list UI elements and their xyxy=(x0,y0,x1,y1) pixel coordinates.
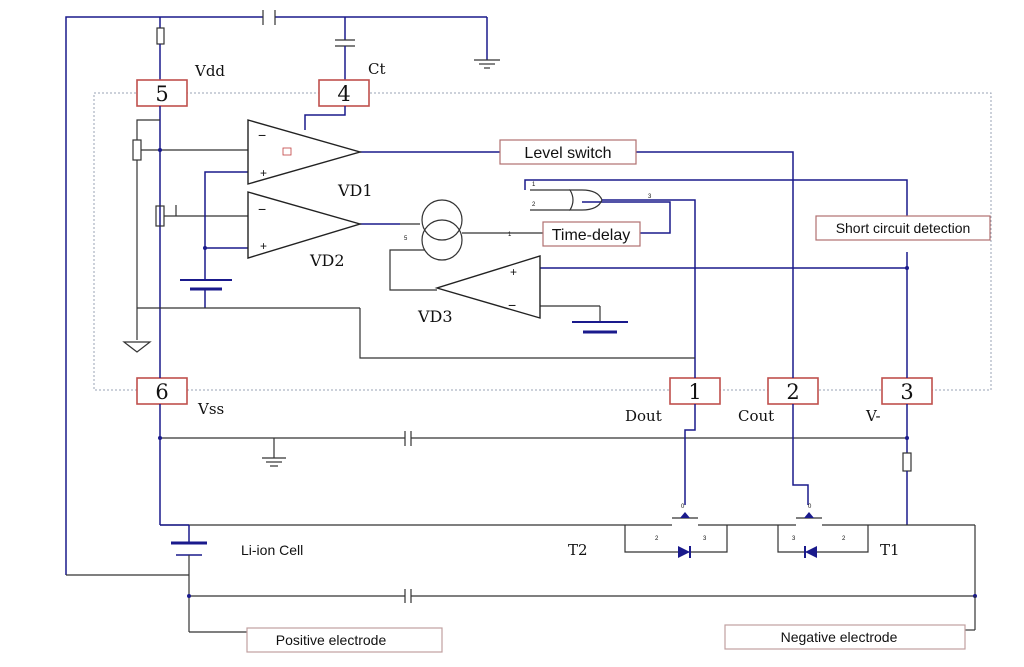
svg-text:+: + xyxy=(510,265,517,279)
time-delay-label: Time-delay xyxy=(552,227,631,244)
svg-text:−: − xyxy=(508,297,516,313)
short-circuit-block: Short circuit detection xyxy=(815,215,991,241)
vdd-label: Vdd xyxy=(194,62,225,80)
t1-label: T1 xyxy=(880,541,900,559)
svg-text:−: − xyxy=(258,127,266,143)
ic-wiring: 5 1 1 2 3 xyxy=(122,106,909,378)
top-wiring xyxy=(65,10,500,575)
vd1-label: VD1 xyxy=(337,181,373,200)
svg-text:5: 5 xyxy=(404,236,408,242)
vminus-label: V- xyxy=(865,407,881,425)
negative-electrode-block: Negative electrode xyxy=(724,624,966,650)
pin-1-number: 1 xyxy=(688,380,701,404)
svg-text:3: 3 xyxy=(648,194,652,200)
external-wiring: 2 3 0 3 2 0 xyxy=(66,404,977,633)
level-switch-label: Level switch xyxy=(524,145,611,162)
negative-electrode-label: Negative electrode xyxy=(781,629,898,645)
vd3-label: VD3 xyxy=(417,307,453,326)
svg-text:−: − xyxy=(258,201,266,217)
li-ion-cell-label: Li-ion Cell xyxy=(241,542,303,558)
op-amp-vd2: − + xyxy=(247,191,363,259)
op-amp-vd3: + − xyxy=(434,255,541,319)
pin-4-number: 4 xyxy=(337,82,350,106)
op-amp-vd1: − + xyxy=(247,119,363,185)
svg-text:2: 2 xyxy=(842,536,846,542)
pin-2: 2 xyxy=(767,377,819,405)
pin-2-number: 2 xyxy=(786,380,799,404)
svg-text:+: + xyxy=(260,166,267,180)
pin-1: 1 xyxy=(669,377,721,405)
vss-label: Vss xyxy=(197,400,224,418)
pin-3: 3 xyxy=(881,377,933,405)
svg-text:3: 3 xyxy=(792,536,796,542)
pin-3-number: 3 xyxy=(900,380,913,404)
dout-label: Dout xyxy=(625,407,662,425)
level-switch-block: Level switch xyxy=(499,139,637,165)
short-circuit-label: Short circuit detection xyxy=(836,220,971,236)
t2-label: T2 xyxy=(568,541,588,559)
vd2-label: VD2 xyxy=(309,251,345,270)
svg-text:2: 2 xyxy=(655,536,659,542)
pin-5-number: 5 xyxy=(155,82,168,106)
svg-text:2: 2 xyxy=(532,202,536,208)
svg-text:+: + xyxy=(260,239,267,253)
pin-5: 5 xyxy=(136,79,188,107)
ic-boundary xyxy=(93,92,992,391)
svg-text:1: 1 xyxy=(532,182,536,188)
time-delay-block: Time-delay xyxy=(542,221,641,247)
cout-label: Cout xyxy=(738,407,774,425)
pin-4: 4 xyxy=(318,79,370,107)
positive-electrode-label: Positive electrode xyxy=(276,632,387,648)
svg-text:3: 3 xyxy=(703,536,707,542)
svg-text:0: 0 xyxy=(808,504,812,510)
pin-6: 6 xyxy=(136,377,188,405)
pin-6-number: 6 xyxy=(155,380,168,404)
svg-text:1: 1 xyxy=(508,232,512,238)
positive-electrode-block: Positive electrode xyxy=(246,627,443,653)
ct-label: Ct xyxy=(368,60,386,78)
svg-text:0: 0 xyxy=(681,504,685,510)
